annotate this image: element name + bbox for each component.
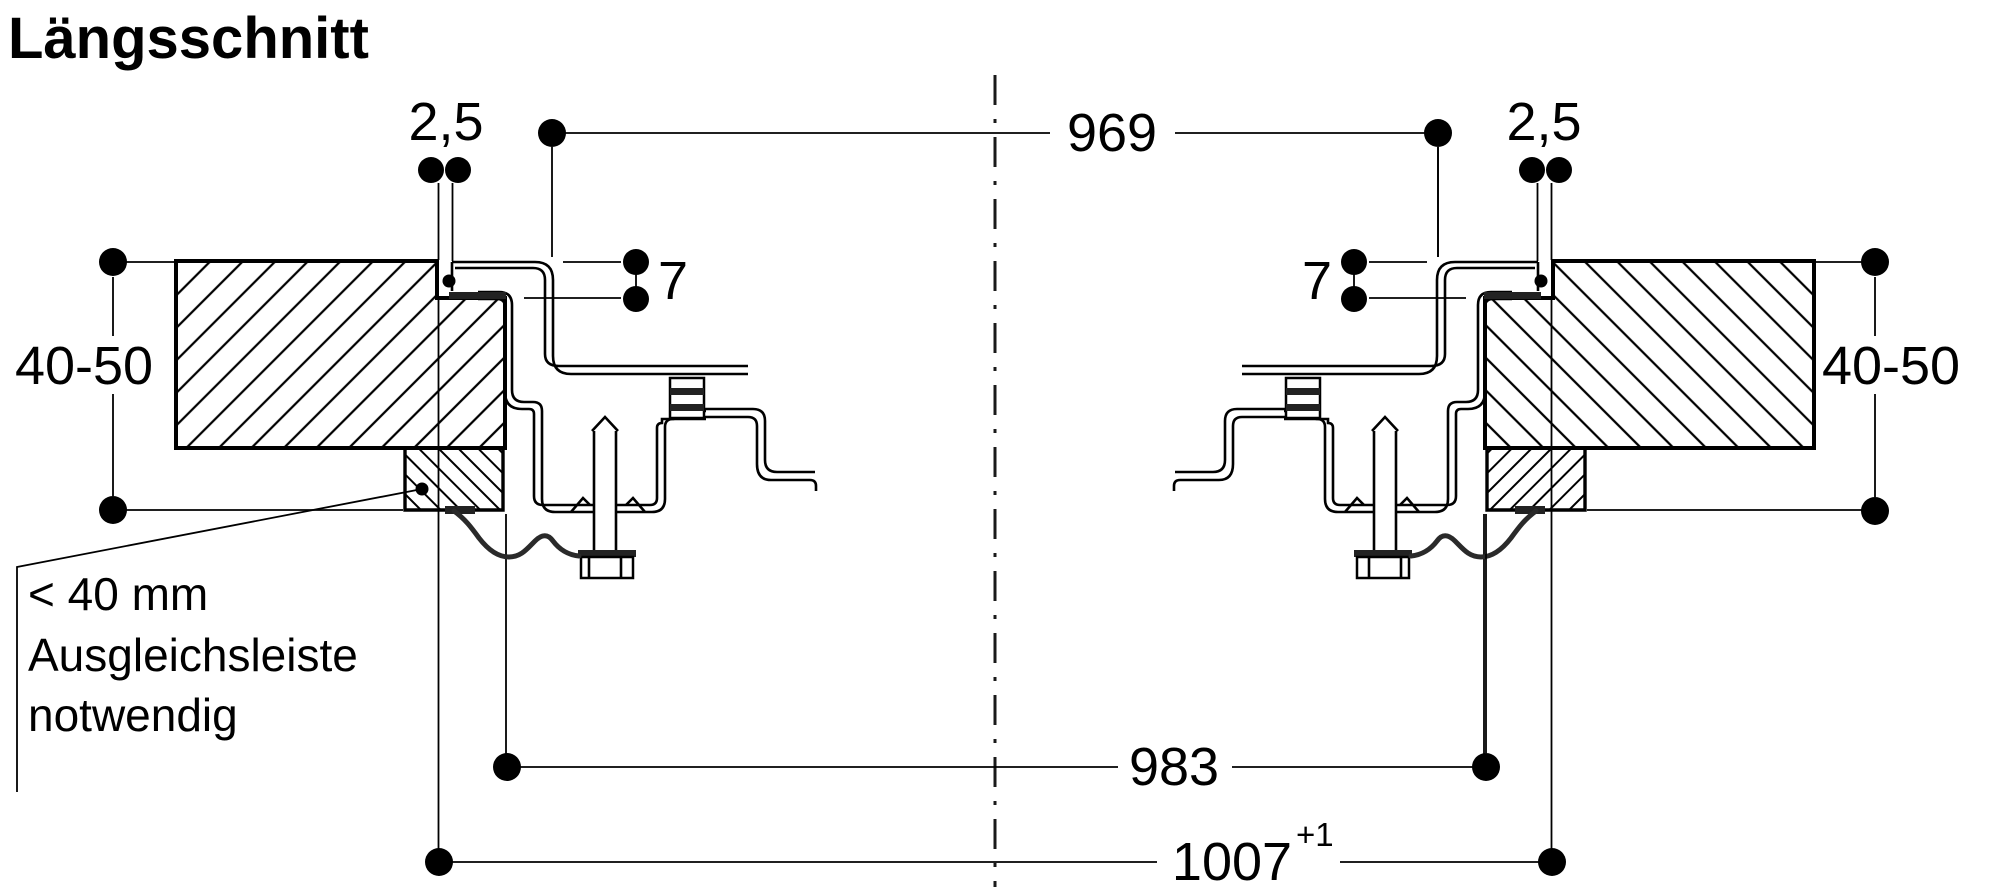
dimension-step-right: 7 bbox=[1302, 249, 1367, 312]
dimension-step-left: 7 bbox=[623, 249, 688, 312]
note-leader-line bbox=[16, 488, 423, 792]
dim-thickness-left-label: 40-50 bbox=[15, 336, 153, 396]
dimension-dot bbox=[99, 496, 127, 524]
drawing-title: Längsschnitt bbox=[8, 6, 369, 71]
dim-thickness-right-label: 40-50 bbox=[1822, 336, 1960, 396]
dim-969-label: 969 bbox=[1067, 103, 1157, 163]
dimension-dot bbox=[1538, 848, 1566, 876]
dimension-dot bbox=[1861, 497, 1889, 525]
note-line-3: notwendig bbox=[28, 689, 238, 741]
dim-983-label: 983 bbox=[1129, 737, 1219, 797]
dimension-dot bbox=[425, 848, 453, 876]
dimension-dot bbox=[493, 753, 521, 781]
dimension-dot bbox=[1861, 248, 1889, 276]
dimension-gap-left: 2,5 bbox=[408, 92, 484, 183]
dimension-969: 969 bbox=[538, 103, 1452, 257]
dimension-dot bbox=[1341, 249, 1367, 275]
dim-step-right-label: 7 bbox=[1302, 251, 1332, 311]
dim-1007-label: 1007 bbox=[1172, 832, 1292, 887]
dim-gap-left-label: 2,5 bbox=[408, 92, 483, 152]
dimension-thickness-right: 40-50 bbox=[1587, 248, 1960, 525]
dim-gap-right-label: 2,5 bbox=[1506, 92, 1581, 152]
dimension-dot bbox=[623, 249, 649, 275]
section-right-half bbox=[1174, 147, 1814, 849]
dim-step-left-label: 7 bbox=[658, 251, 688, 311]
dimension-gap-right: 2,5 bbox=[1506, 92, 1582, 183]
note-leveling-strip: < 40 mm Ausgleichsleiste notwendig bbox=[16, 482, 429, 792]
dimension-dot bbox=[445, 157, 471, 183]
dimension-1007: 1007 +1 bbox=[425, 816, 1566, 887]
dimension-dot bbox=[1519, 157, 1545, 183]
dimension-dot bbox=[1341, 286, 1367, 312]
dimension-dot bbox=[99, 248, 127, 276]
note-leader-dot bbox=[415, 482, 429, 496]
note-line-1: < 40 mm bbox=[28, 568, 208, 620]
dimension-dot bbox=[1546, 157, 1572, 183]
dimension-dot bbox=[623, 286, 649, 312]
dimension-dot bbox=[1424, 119, 1452, 147]
section-left-half bbox=[176, 147, 816, 849]
dimension-thickness-left: 40-50 bbox=[15, 248, 403, 524]
dim-1007-tolerance: +1 bbox=[1296, 816, 1334, 853]
dimension-dot bbox=[1472, 753, 1500, 781]
note-line-2: Ausgleichsleiste bbox=[28, 629, 358, 681]
dimension-983: 983 bbox=[493, 514, 1500, 797]
dimension-dot bbox=[418, 157, 444, 183]
dimension-dot bbox=[538, 119, 566, 147]
